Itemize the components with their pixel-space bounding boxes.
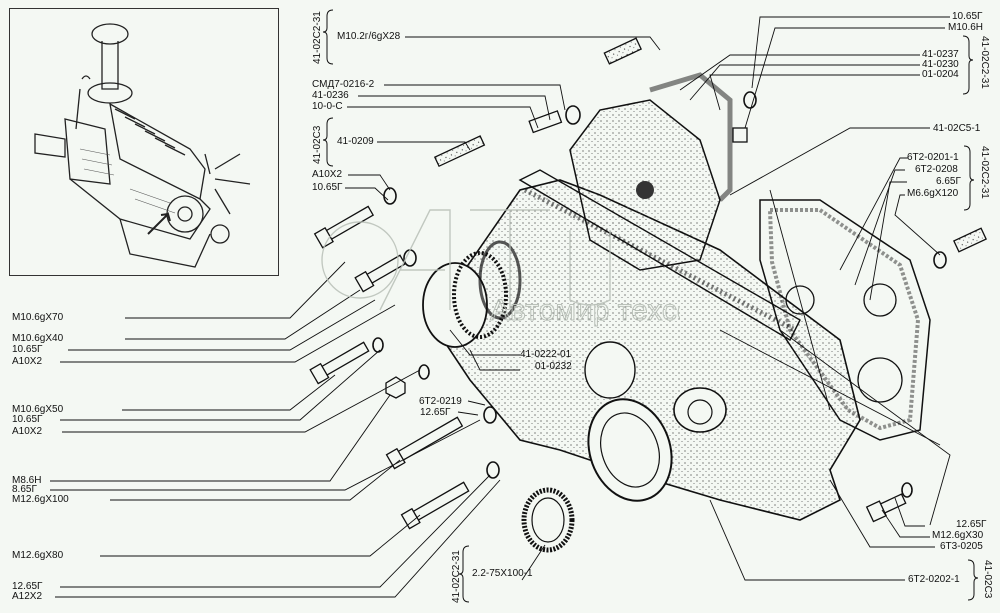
label-nut-m10: M10.6H bbox=[948, 22, 984, 33]
label-group-41-02c3-top: 41-02C3 bbox=[312, 125, 323, 164]
label-01-0232: 01-0232 bbox=[535, 361, 572, 372]
label-nut-m8: M8.6H bbox=[12, 475, 42, 486]
engine-sketch bbox=[34, 23, 251, 268]
label-6t2-0208: 6T2-0208 bbox=[915, 164, 958, 175]
label-m12-80: M12.6gX80 bbox=[12, 550, 64, 561]
label-6t2-0219: 6T2-0219 bbox=[419, 396, 462, 407]
label-a10x2-b: A10X2 bbox=[12, 426, 43, 437]
label-6t3-0205: 6T3-0205 bbox=[940, 541, 983, 552]
label-m12-100: M12.6gX100 bbox=[12, 494, 69, 505]
oil-seal bbox=[521, 487, 575, 553]
label-01-0204: 01-0204 bbox=[922, 69, 959, 80]
label-a10x2-a: A10X2 bbox=[12, 356, 43, 367]
group-braces bbox=[322, 9, 979, 603]
label-oil-seal: 2.2-75X100-1 bbox=[472, 568, 533, 579]
label-stud-m10: M10.2г/6gX28 bbox=[337, 31, 401, 42]
label-41-0236: 41-0236 bbox=[312, 90, 349, 101]
label-41-0209: 41-0209 bbox=[337, 136, 374, 147]
label-a12x2: A12X2 bbox=[12, 591, 43, 602]
label-m10-70: M10.6gX70 bbox=[12, 312, 64, 323]
label-group-41-02c2-31-bottom: 41-02C2-31 bbox=[451, 550, 462, 603]
label-41-0222-01: 41-0222-01 bbox=[520, 349, 572, 360]
label-group-41-02c2-31-top: 41-02C2-31 bbox=[312, 11, 323, 64]
label-washer-10-65-c: 10.65Г bbox=[312, 182, 343, 193]
label-washer-6-65: 6.65Г bbox=[936, 176, 961, 187]
label-41-0237: 41-0237 bbox=[922, 49, 959, 60]
label-a10x2-c: A10X2 bbox=[312, 169, 343, 180]
label-washer-12-65-a: 12.65Г bbox=[12, 581, 43, 592]
label-m10-50: M10.6gX50 bbox=[12, 404, 64, 415]
engine-overview-inset bbox=[9, 8, 279, 276]
label-washer-12-65-b: 12.65Г bbox=[420, 407, 451, 418]
label-group-41-02c2-31-right-mid: 41-02C2-31 bbox=[979, 146, 990, 199]
label-washer-8-65: 8.65Г bbox=[12, 484, 37, 495]
label-41-0230: 41-0230 bbox=[922, 59, 959, 70]
label-m12-30: M12.6gX30 bbox=[932, 530, 984, 541]
label-group-41-02c3-right: 41-02C3 bbox=[982, 560, 993, 599]
rear-gasket bbox=[759, 199, 931, 441]
gasket bbox=[518, 72, 801, 341]
label-10-0-c: 10-0-С bbox=[312, 101, 343, 112]
label-6t2-0201-1: 6T2-0201-1 bbox=[907, 152, 959, 163]
label-washer-10-65-a: 10.65Г bbox=[12, 344, 43, 355]
label-group-41-02c2-31-right-top: 41-02C2-31 bbox=[979, 36, 990, 89]
label-41-02c5-1: 41-02C5-1 bbox=[933, 123, 981, 134]
label-washer-10-65-d: 10.65Г bbox=[952, 11, 983, 22]
label-smd7-0216-2: СМД7-0216-2 bbox=[312, 79, 375, 90]
label-m6-120: M6.6gX120 bbox=[907, 188, 959, 199]
label-m10-40: M10.6gX40 bbox=[12, 333, 64, 344]
leader-lines bbox=[50, 16, 951, 598]
label-washer-12-65-c: 12.65Г bbox=[956, 519, 987, 530]
label-6t2-0202-1: 6T2-0202-1 bbox=[908, 574, 960, 585]
label-washer-10-65-b: 10.65Г bbox=[12, 414, 43, 425]
